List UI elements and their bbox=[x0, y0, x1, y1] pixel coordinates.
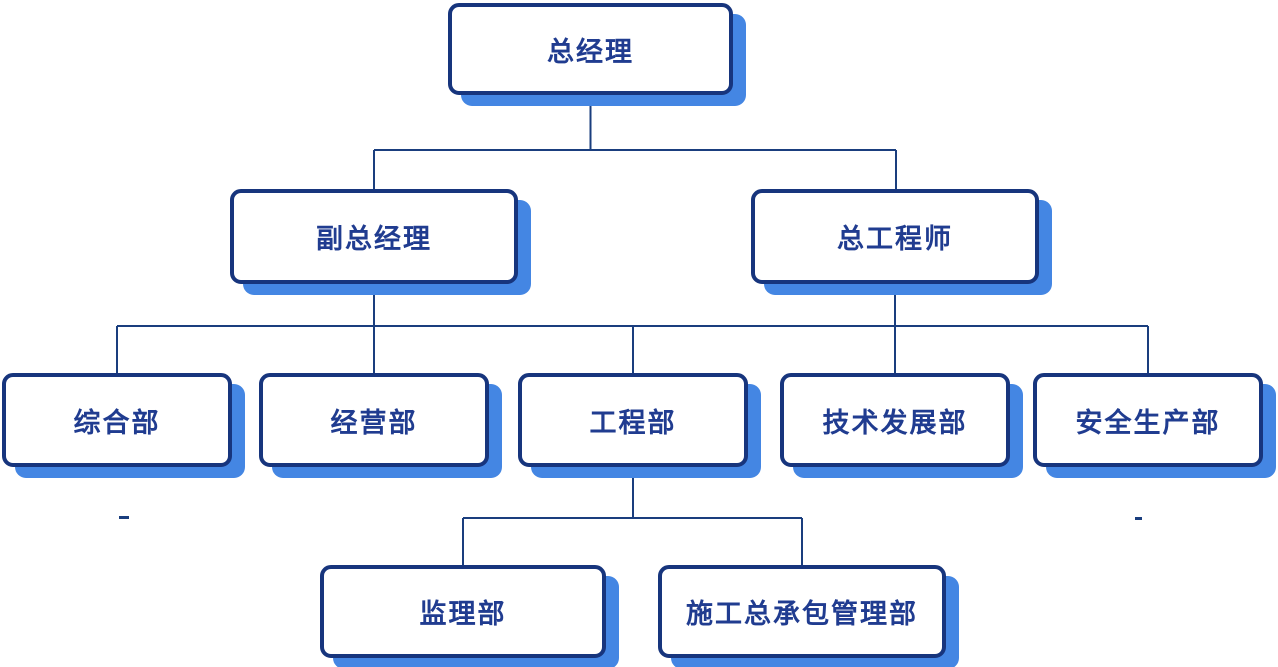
org-node-label: 工程部 bbox=[589, 407, 677, 438]
org-node-chief-engineer: 总工程师 bbox=[751, 189, 1039, 284]
stray-dash-right bbox=[1135, 517, 1142, 520]
org-node-engineering-dept: 工程部 bbox=[518, 373, 748, 467]
org-node-label: 综合部 bbox=[73, 407, 161, 438]
stray-dash-left bbox=[119, 516, 129, 519]
org-node-label: 经营部 bbox=[330, 407, 418, 438]
org-node-business-dept: 经营部 bbox=[259, 373, 489, 467]
org-node-label: 技术发展部 bbox=[822, 407, 968, 438]
org-node-label: 总工程师 bbox=[837, 224, 953, 254]
org-node-deputy-general-manager: 副总经理 bbox=[230, 189, 518, 284]
org-node-general-dept: 综合部 bbox=[2, 373, 232, 467]
org-node-label: 安全生产部 bbox=[1075, 407, 1221, 438]
org-node-supervision-dept: 监理部 bbox=[320, 565, 606, 658]
org-node-label: 总经理 bbox=[547, 36, 634, 67]
org-node-general-manager: 总经理 bbox=[448, 3, 733, 95]
org-node-label: 监理部 bbox=[419, 599, 507, 629]
org-node-tech-development-dept: 技术发展部 bbox=[780, 373, 1010, 467]
org-node-label: 副总经理 bbox=[316, 224, 432, 254]
org-node-label: 施工总承包管理部 bbox=[686, 599, 918, 629]
org-node-general-contracting-dept: 施工总承包管理部 bbox=[658, 565, 946, 658]
org-node-safety-production-dept: 安全生产部 bbox=[1033, 373, 1263, 467]
